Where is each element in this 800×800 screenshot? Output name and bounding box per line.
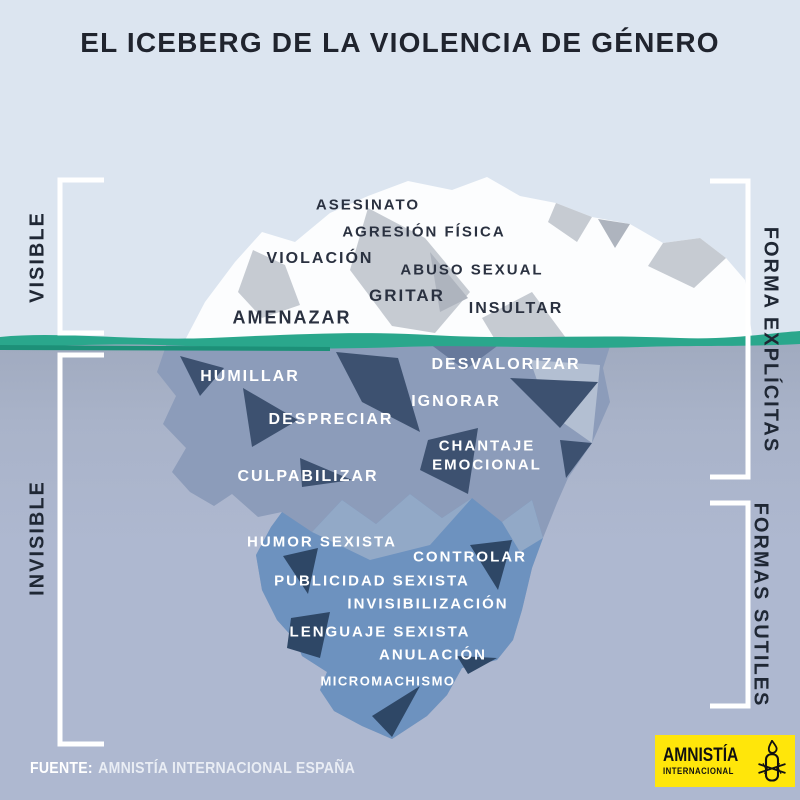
word-controlar: CONTROLAR [413, 548, 527, 566]
word-lenguaje-sexista: LENGUAJE SEXISTA [289, 623, 471, 641]
label-forma-explicitas: FORMA EXPLÍCITAS [759, 226, 782, 454]
label-formas-sutiles: FORMAS SUTILES [749, 502, 772, 708]
word-micromachismo: MICROMACHISMO [320, 673, 456, 689]
iceberg-tier1-dark-facets [180, 352, 598, 494]
source-label: FUENTE: [30, 760, 93, 777]
amnesty-logo-text: AMNISTÍA INTERNACIONAL [663, 746, 738, 777]
word-ignorar: IGNORAR [411, 393, 501, 410]
iceberg-above-water [183, 177, 753, 344]
page-title: EL ICEBERG DE LA VIOLENCIA DE GÉNERO [80, 27, 720, 58]
word-chantaje-emocional: CHANTAJE EMOCIONAL [432, 437, 542, 473]
iceberg-tier2-light-facets [312, 494, 543, 560]
amnesty-logo: AMNISTÍA INTERNACIONAL [655, 735, 795, 787]
brackets [57, 177, 751, 747]
word-invisibilizacion: INVISIBILIZACIÓN [347, 595, 509, 613]
bracket-invisible [57, 352, 104, 747]
word-violacion: VIOLACIÓN [266, 250, 374, 267]
word-humor-sexista: HUMOR SEXISTA [247, 533, 397, 551]
iceberg-tier2 [256, 494, 543, 739]
word-gritar: GRITAR [369, 286, 445, 305]
amnesty-logo-line1: AMNISTÍA [663, 744, 739, 766]
word-publicidad-sexista: PUBLICIDAD SEXISTA [274, 572, 470, 590]
label-visible: VISIBLE [26, 211, 49, 303]
word-amenazar: AMENAZAR [232, 307, 352, 328]
iceberg-facet-mid [430, 344, 500, 370]
iceberg-above-darker-facets [430, 219, 630, 312]
word-abuso-sexual: ABUSO SEXUAL [400, 261, 544, 279]
waterline-shadow [0, 345, 330, 351]
candle-icon [758, 740, 786, 782]
word-desvalorizar: DESVALORIZAR [431, 356, 581, 373]
word-despreciar: DESPRECIAR [268, 411, 394, 428]
word-asesinato: ASESINATO [315, 196, 421, 214]
bracket-visible [57, 177, 104, 336]
word-anulacion: ANULACIÓN [379, 646, 487, 664]
word-agresion-fisica: AGRESIÓN FÍSICA [342, 223, 506, 241]
word-culpabilizar: CULPABILIZAR [237, 468, 379, 485]
bracket-forma-explicitas [710, 178, 751, 480]
word-insultar: INSULTAR [468, 300, 564, 317]
label-invisible: INVISIBLE [26, 480, 49, 596]
source-note: FUENTE: AMNISTÍA INTERNACIONAL ESPAÑA [30, 760, 355, 778]
word-humillar: HUMILLAR [200, 368, 300, 385]
bracket-formas-sutiles [710, 500, 751, 709]
iceberg-tier2-dark-facets [283, 540, 512, 737]
amnesty-logo-line2: INTERNACIONAL [663, 765, 734, 777]
source-text: AMNISTÍA INTERNACIONAL ESPAÑA [98, 760, 356, 777]
waterline [0, 331, 800, 349]
